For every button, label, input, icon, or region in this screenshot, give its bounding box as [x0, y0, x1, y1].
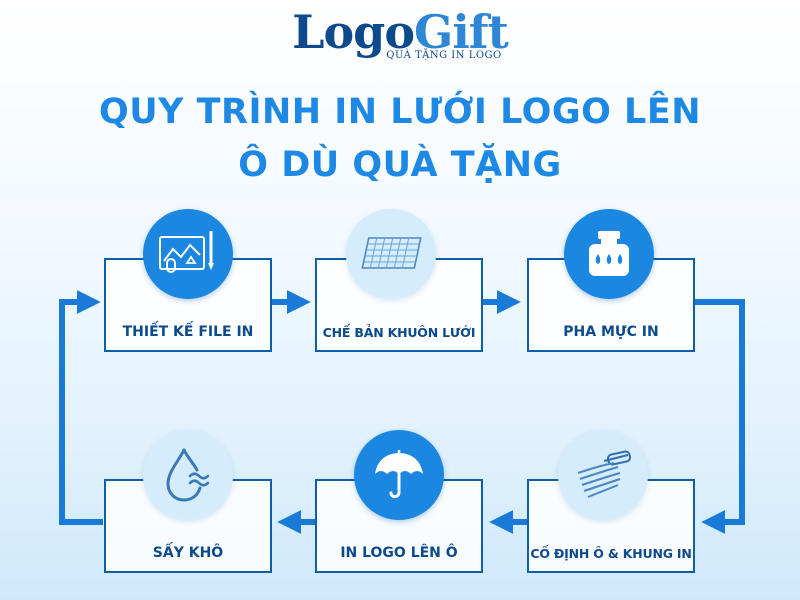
step-3-circle — [564, 209, 654, 299]
step-5-label: IN LOGO LÊN Ô — [340, 545, 458, 561]
arrow-step6-to-step1 — [59, 290, 103, 525]
step-6-label: SẤY KHÔ — [152, 545, 224, 561]
ink-bottle-icon — [589, 231, 629, 276]
step-2-circle — [346, 209, 436, 299]
arrow-step3-to-step4 — [695, 299, 745, 534]
step-5-box: IN LOGO LÊN Ô — [315, 479, 483, 573]
step-4-label: CỐ ĐỊNH Ô & KHUNG IN — [530, 546, 692, 561]
step-6-circle — [143, 430, 233, 520]
step-5-circle — [354, 430, 444, 520]
step-1-label: THIẾT KẾ FILE IN — [122, 324, 254, 340]
brand-name-part1: Logo — [292, 5, 415, 59]
step-1-circle — [143, 209, 233, 299]
step-3-label: PHA MỰC IN — [563, 324, 659, 340]
umbrella-icon — [375, 450, 423, 499]
water-drop-icon — [166, 448, 210, 502]
brand-tagline: QUÀ TẶNG IN LOGO — [386, 50, 502, 61]
step-2-label: CHẾ BẢN KHUÔN LƯỚI — [322, 325, 476, 340]
mesh-screen-icon — [361, 237, 422, 269]
step-2-box: CHẾ BẢN KHUÔN LƯỚI — [315, 258, 483, 352]
title-line-2: Ô DÙ QUÀ TẶNG — [238, 145, 562, 185]
design-sketch-icon — [159, 231, 214, 273]
squeegee-icon — [577, 450, 632, 498]
step-4-circle — [558, 430, 648, 520]
title-line-1: QUY TRÌNH IN LƯỚI LOGO LÊN — [98, 92, 702, 132]
brand-logo: LogoGift — [0, 6, 800, 58]
brand-name-part2: Gift — [414, 5, 509, 59]
